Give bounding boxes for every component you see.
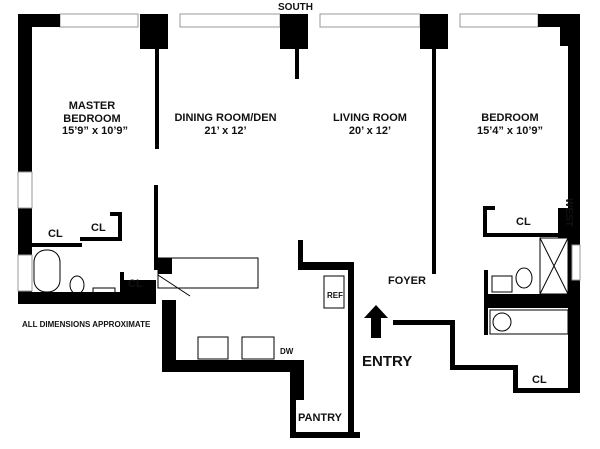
closet-label: CL bbox=[516, 216, 531, 228]
wall bbox=[450, 365, 518, 370]
kitchen-sink bbox=[241, 336, 275, 360]
wall bbox=[290, 398, 296, 438]
wall bbox=[483, 206, 495, 210]
wall bbox=[18, 292, 156, 304]
closet-label: CL bbox=[532, 374, 547, 386]
entry-label: ENTRY bbox=[362, 353, 413, 370]
wall-pier bbox=[280, 14, 308, 49]
closet-label: CL bbox=[91, 222, 106, 234]
exterior-wall-west-side bbox=[18, 14, 32, 294]
master-bedroom-label: MASTER BEDROOM 15’9” x 10’9” bbox=[62, 100, 129, 138]
wall bbox=[483, 206, 487, 236]
fixtures bbox=[33, 237, 569, 360]
wall-pier bbox=[420, 14, 448, 49]
wall bbox=[154, 185, 158, 270]
bathtub bbox=[33, 249, 61, 293]
refrigerator-label: REF bbox=[327, 291, 343, 300]
window bbox=[17, 254, 33, 292]
refrigerator bbox=[323, 275, 345, 309]
closet-label: CL bbox=[48, 228, 63, 240]
room-name: BEDROOM bbox=[481, 112, 539, 124]
room-dimensions: 21’ x 12’ bbox=[204, 124, 247, 137]
window bbox=[571, 244, 581, 281]
south-label: SOUTH bbox=[278, 2, 313, 13]
wall bbox=[32, 243, 82, 247]
wall-pier bbox=[140, 14, 168, 49]
vanity-counter bbox=[489, 309, 569, 335]
shower-x bbox=[539, 237, 569, 295]
bedroom-label: BEDROOM 15’4” x 10’9” bbox=[460, 112, 560, 137]
window bbox=[459, 13, 539, 28]
wall bbox=[290, 432, 360, 438]
wall bbox=[118, 212, 122, 240]
wall bbox=[560, 14, 580, 46]
wall bbox=[513, 365, 518, 393]
foyer-label: FOYER bbox=[388, 275, 426, 287]
side-windows bbox=[17, 171, 581, 292]
sink bbox=[92, 287, 116, 303]
wall bbox=[558, 208, 570, 238]
wall bbox=[393, 320, 455, 325]
toilet bbox=[69, 275, 85, 295]
room-dimensions: 15’4” x 10’9” bbox=[476, 124, 544, 137]
hood-line bbox=[157, 274, 191, 297]
partition bbox=[155, 49, 159, 149]
wall bbox=[348, 268, 354, 438]
exterior-wall-east-side bbox=[568, 14, 580, 389]
room-dimensions: 15’9” x 10’9” bbox=[62, 125, 129, 138]
window bbox=[179, 13, 281, 28]
entry-arrow-icon bbox=[364, 305, 388, 338]
window bbox=[319, 13, 421, 28]
wall bbox=[483, 233, 558, 237]
room-name: BEDROOM bbox=[63, 112, 121, 125]
wall bbox=[162, 300, 176, 360]
west-label: WEST bbox=[563, 198, 574, 227]
partition bbox=[432, 49, 436, 274]
room-name: LIVING ROOM bbox=[333, 112, 407, 124]
closet-label: CL bbox=[128, 278, 143, 290]
dining-room-label: DINING ROOM/DEN 21’ x 12’ bbox=[168, 112, 283, 137]
shower bbox=[539, 237, 569, 295]
partition bbox=[295, 49, 299, 79]
sink-2 bbox=[491, 275, 513, 293]
living-room-label: LIVING ROOM 20’ x 12’ bbox=[320, 112, 420, 137]
room-name: MASTER bbox=[68, 100, 116, 112]
wall bbox=[120, 280, 156, 292]
dimensions-note: ALL DIMENSIONS APPROXIMATE bbox=[22, 320, 151, 329]
wall bbox=[484, 294, 570, 308]
wall bbox=[298, 240, 303, 268]
counter-island bbox=[157, 257, 259, 289]
window bbox=[17, 171, 33, 209]
stove bbox=[197, 336, 229, 360]
wall bbox=[450, 320, 455, 368]
sink-basin bbox=[492, 312, 512, 332]
walls bbox=[18, 14, 580, 438]
wall bbox=[80, 237, 122, 241]
window bbox=[59, 13, 139, 28]
wall bbox=[162, 360, 302, 372]
room-dimensions: 20’ x 12’ bbox=[348, 124, 392, 137]
toilet-2 bbox=[515, 267, 533, 289]
wall bbox=[158, 258, 172, 274]
pantry-label: PANTRY bbox=[298, 412, 342, 424]
room-name: DINING ROOM/DEN bbox=[174, 112, 277, 124]
wall bbox=[513, 388, 580, 393]
wall bbox=[298, 262, 354, 270]
wall bbox=[290, 360, 304, 400]
wall bbox=[110, 212, 122, 216]
dishwasher-label: DW bbox=[280, 347, 294, 356]
